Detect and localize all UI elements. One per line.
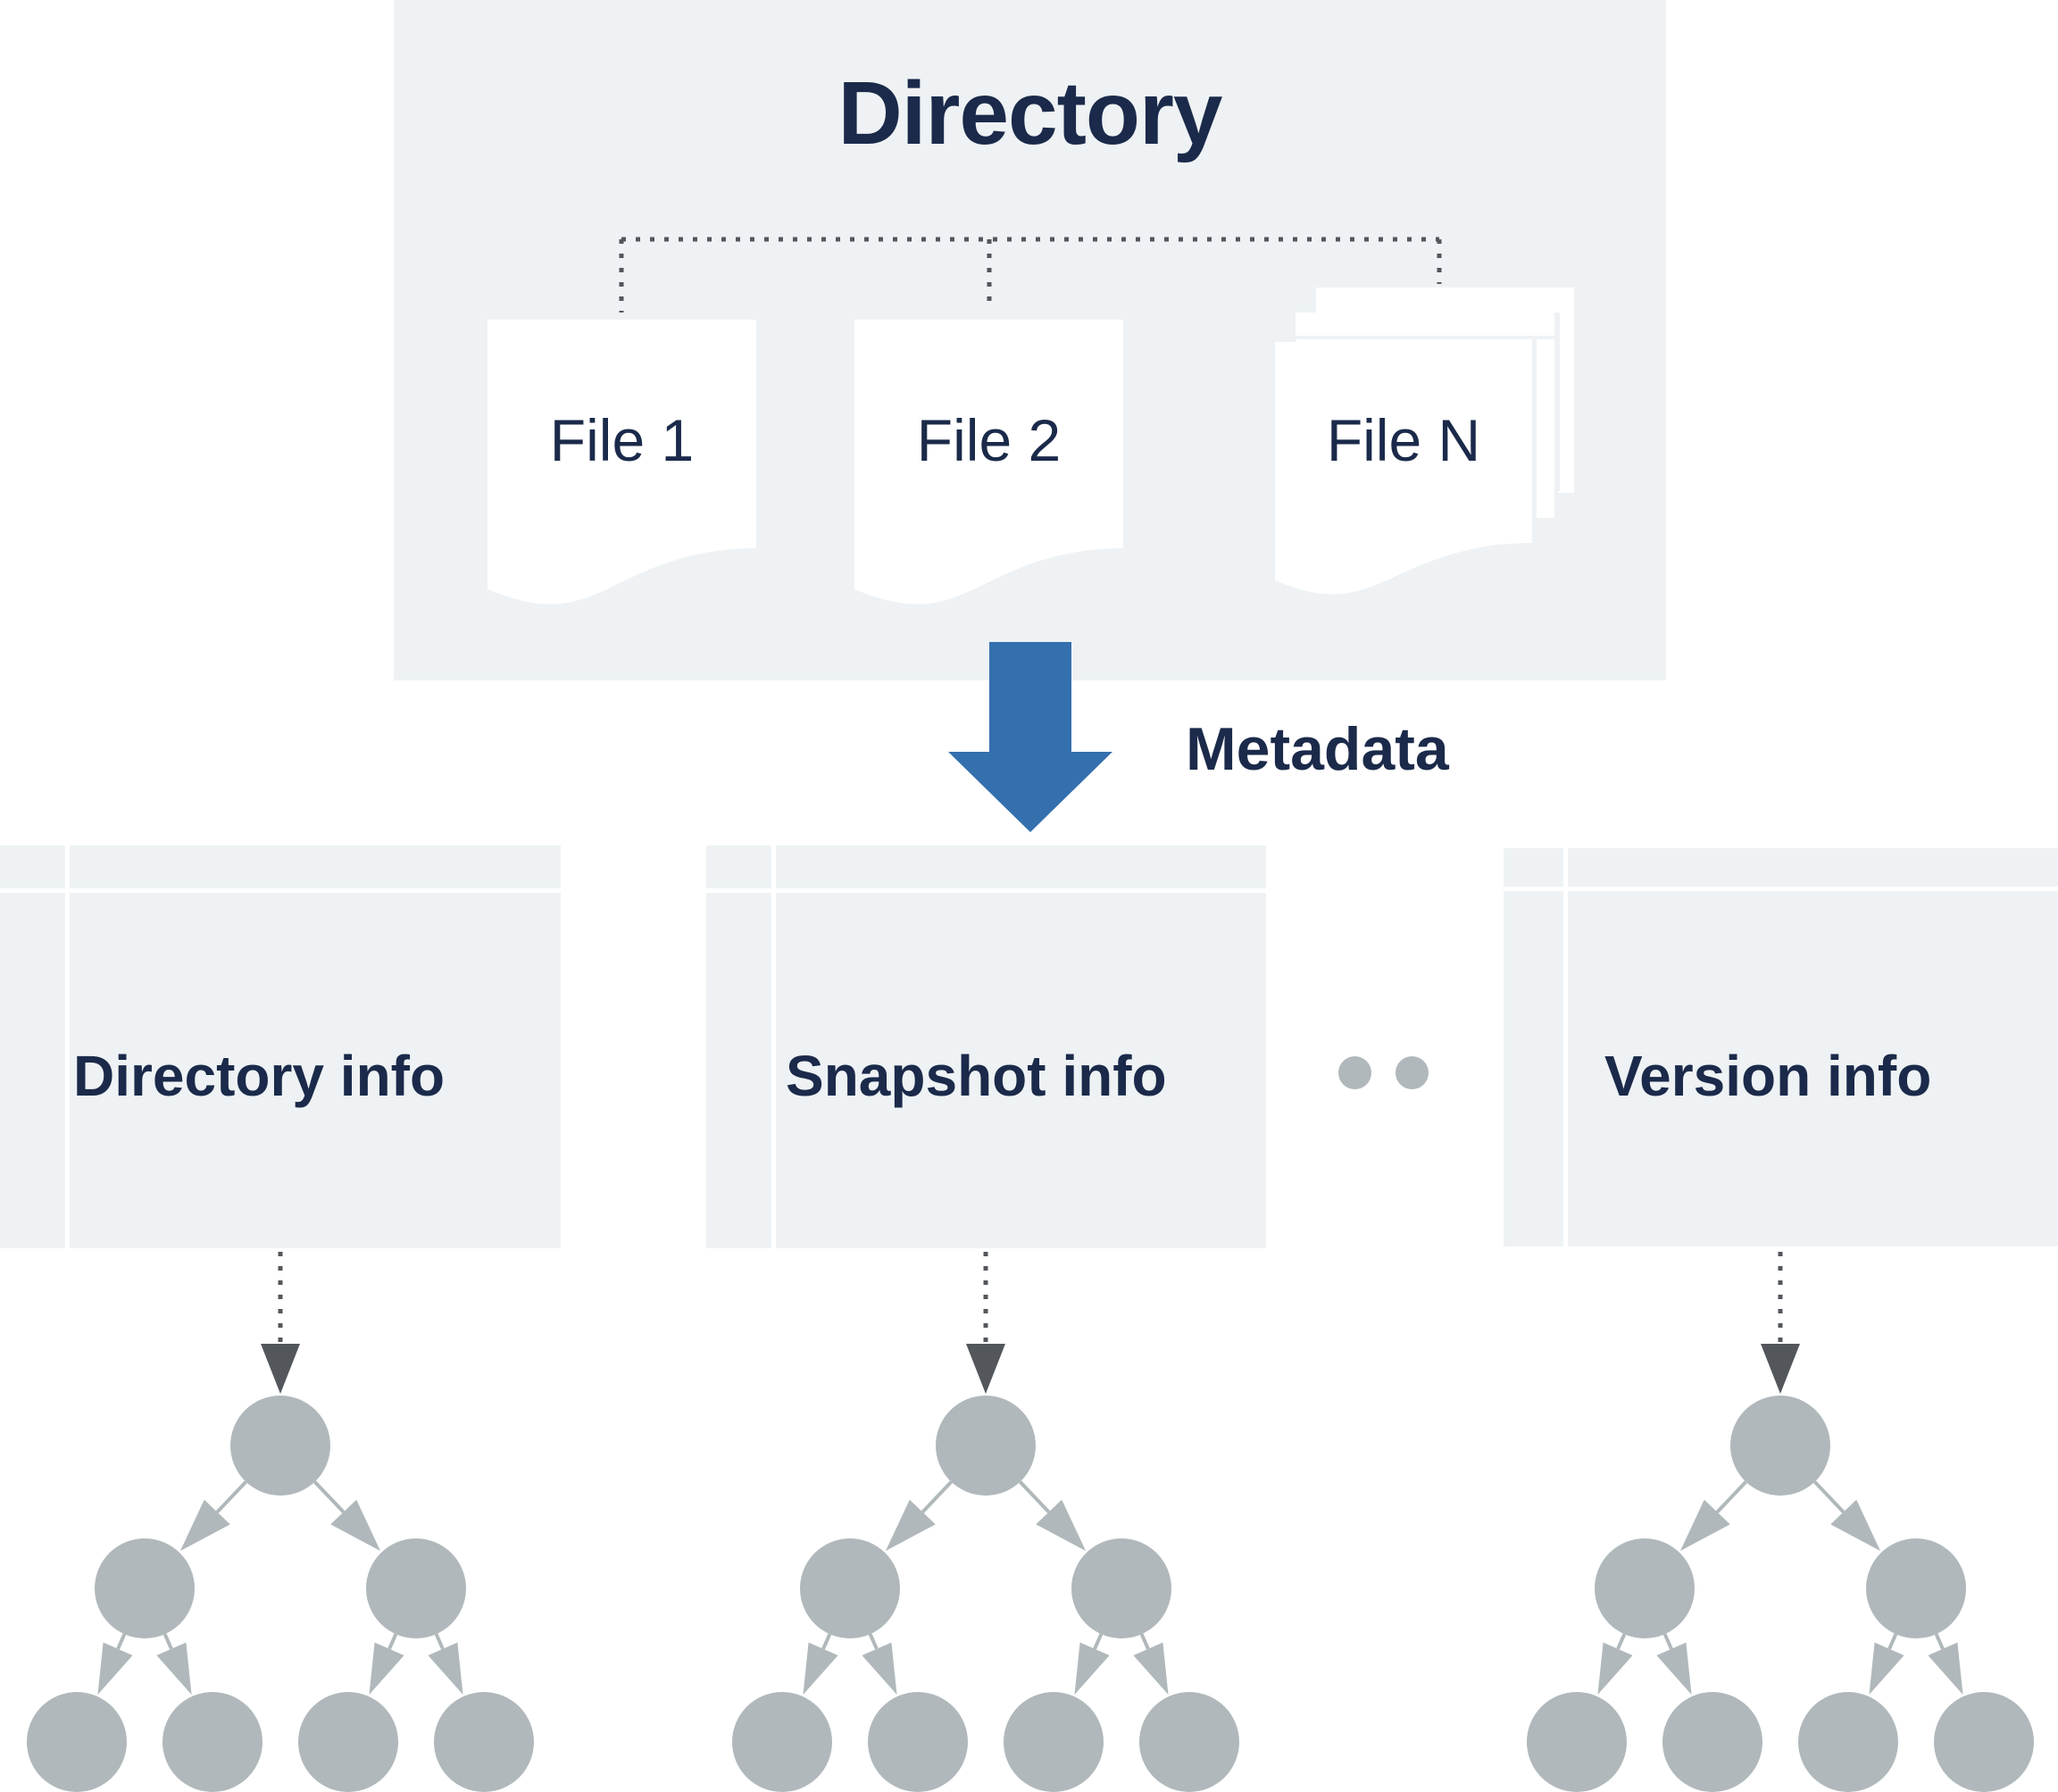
tree-1-edge-root-left-arrowhead (179, 1499, 230, 1551)
directory-info-label: Directory info (73, 1044, 446, 1108)
tree-3-edge-r-2-line (1934, 1633, 1945, 1650)
snapshot-info-table (706, 846, 1266, 1248)
tree-1-edge-root-right-line (313, 1480, 346, 1513)
file-1-document (487, 320, 756, 604)
tree-1-edge-l-2-arrowhead (156, 1642, 192, 1695)
tree-1-edge-l-2-line (162, 1633, 173, 1650)
tree-2-edge-root-left-arrowhead (885, 1499, 936, 1551)
tree-3-edge-root-left-line (1715, 1480, 1747, 1513)
tree-1-edge-r-1-arrowhead (369, 1642, 404, 1695)
tree-1-edge-r-1-line (387, 1633, 398, 1650)
tree-2-edge-l-2-line (868, 1633, 879, 1650)
metadata-arrow (948, 642, 1112, 832)
tree-3-edge-r-2-arrowhead (1928, 1642, 1963, 1695)
tree-3-leaf-node-2 (1662, 1692, 1762, 1792)
tree-2-right-node (1071, 1538, 1171, 1638)
file-n-label: File N (1326, 407, 1481, 473)
tree-2-edge-r-1-arrowhead (1074, 1642, 1110, 1695)
tree-1-root-node (230, 1396, 330, 1496)
tree-2-leaf-node-3 (1004, 1692, 1104, 1792)
tree-3-edge-r-1-arrowhead (1869, 1642, 1904, 1695)
tree-2-edge-r-1-line (1093, 1633, 1104, 1650)
file-2-label: File 2 (916, 407, 1062, 473)
tree-3-leaf-node-3 (1798, 1692, 1898, 1792)
tree-1-leaf-node-2 (162, 1692, 262, 1792)
tree-1-left-node (95, 1538, 195, 1638)
tree-2-leaf-node-1 (732, 1692, 832, 1792)
tree-2-edge-l-2-arrowhead (862, 1642, 897, 1695)
file-1-label: File 1 (549, 407, 695, 473)
tree-1-leaf-node-1 (27, 1692, 127, 1792)
metadata-label: Metadata (1186, 715, 1449, 783)
file-2-document (854, 320, 1123, 604)
tree-1-edge-root-right-arrowhead (330, 1499, 381, 1551)
tree-1-connector-arrowhead (261, 1344, 300, 1394)
tree-1-edge-r-2-line (434, 1633, 445, 1650)
tree-2-left-node (800, 1538, 900, 1638)
tree-1-leaf-node-3 (298, 1692, 398, 1792)
tree-3-left-node (1595, 1538, 1695, 1638)
tree-3-edge-l-1-arrowhead (1597, 1642, 1633, 1695)
tree-1-edge-r-2-arrowhead (428, 1642, 463, 1695)
tree-3-leaf-node-4 (1934, 1692, 2034, 1792)
directory-info-table (0, 846, 561, 1248)
tree-3-edge-root-right-arrowhead (1830, 1499, 1881, 1551)
tree-2-edge-r-2-arrowhead (1133, 1642, 1169, 1695)
tree-2-edge-l-1-line (821, 1633, 832, 1650)
tree-2-leaf-node-4 (1139, 1692, 1239, 1792)
tree-3-edge-l-2-arrowhead (1656, 1642, 1692, 1695)
tree-2-edge-root-right-arrowhead (1036, 1499, 1087, 1551)
tree-3-root-node (1730, 1396, 1830, 1496)
tree-3-right-node (1866, 1538, 1966, 1638)
tree-2-edge-l-1-arrowhead (803, 1642, 838, 1695)
ellipsis-dot (1338, 1056, 1371, 1089)
snapshot-info-label: Snapshot info (786, 1044, 1167, 1108)
tree-3-connector-arrowhead (1761, 1344, 1800, 1394)
file-n-document (1275, 342, 1532, 595)
tree-1-right-node (366, 1538, 466, 1638)
tree-1-edge-root-left-line (215, 1480, 247, 1513)
file-connector-dotted (619, 237, 1442, 313)
version-info-table (1504, 848, 2058, 1246)
tree-2-edge-root-left-line (921, 1480, 953, 1513)
tree-3-edge-l-2-line (1662, 1633, 1673, 1650)
tree-2-connector-arrowhead (966, 1344, 1005, 1394)
tree-2-edge-root-right-line (1019, 1480, 1051, 1513)
tree-3-leaf-node-1 (1527, 1692, 1627, 1792)
tree-2-root-node (936, 1396, 1036, 1496)
tree-1-edge-l-1-line (116, 1633, 127, 1650)
tree-1-leaf-node-4 (434, 1692, 534, 1792)
tree-1-edge-l-1-arrowhead (97, 1642, 133, 1695)
directory-title: Directory (837, 63, 1222, 163)
tree-3-edge-root-right-line (1813, 1480, 1846, 1513)
ellipsis-dot (1396, 1056, 1429, 1089)
tree-2-edge-r-2-line (1139, 1633, 1150, 1650)
tree-3-edge-l-1-line (1616, 1633, 1627, 1650)
tree-3-edge-root-left-arrowhead (1679, 1499, 1730, 1551)
tree-2-leaf-node-2 (868, 1692, 968, 1792)
tree-3-edge-r-1-line (1887, 1633, 1898, 1650)
version-info-label: Version info (1604, 1044, 1932, 1108)
